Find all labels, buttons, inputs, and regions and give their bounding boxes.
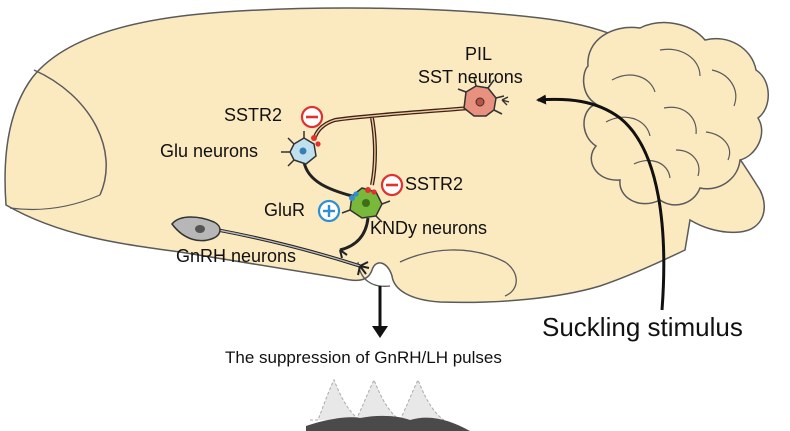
sstr2-upper-label: SSTR2 — [224, 105, 283, 125]
sst-neuron — [457, 76, 505, 117]
pil-label: PIL — [465, 44, 493, 64]
inhibition-sign-upper — [300, 105, 324, 129]
cortex-contour — [9, 194, 101, 211]
sst-neurons-label: SST neurons — [418, 67, 523, 87]
gnrh-terminals — [339, 246, 370, 276]
output-arrow — [372, 286, 388, 338]
inhibition-sign-lower — [380, 173, 404, 197]
sst-axon-to-kndy — [370, 117, 377, 186]
gnrh-axon-core — [217, 229, 361, 267]
cerebellum — [582, 21, 769, 206]
suckling-stimulus-label: Suckling stimulus — [542, 312, 743, 342]
glu-neuron — [281, 131, 317, 167]
glu-axon — [302, 161, 353, 198]
gnrh-neuron — [171, 216, 221, 242]
gnrh-neurons-label: GnRH neurons — [176, 246, 297, 266]
sst-dendrites — [501, 96, 510, 106]
glu-neurons-label: Glu neurons — [160, 141, 259, 161]
glu-sstr2-receptors — [311, 135, 321, 147]
olfactory-contour — [33, 69, 107, 196]
sst-axon-to-glu — [312, 106, 471, 141]
kndy-neurons-label: KNDy neurons — [370, 218, 488, 238]
suppression-label: The suppression of GnRH/LH pulses — [225, 348, 502, 367]
ventral-contour — [399, 249, 517, 297]
excitation-sign — [317, 199, 341, 223]
suckling-arrow — [536, 94, 666, 311]
glur-label: GluR — [264, 200, 306, 220]
sstr2-lower-label: SSTR2 — [405, 174, 464, 194]
kndy-receptors — [349, 187, 377, 201]
pulse-wave-icon — [306, 378, 470, 431]
